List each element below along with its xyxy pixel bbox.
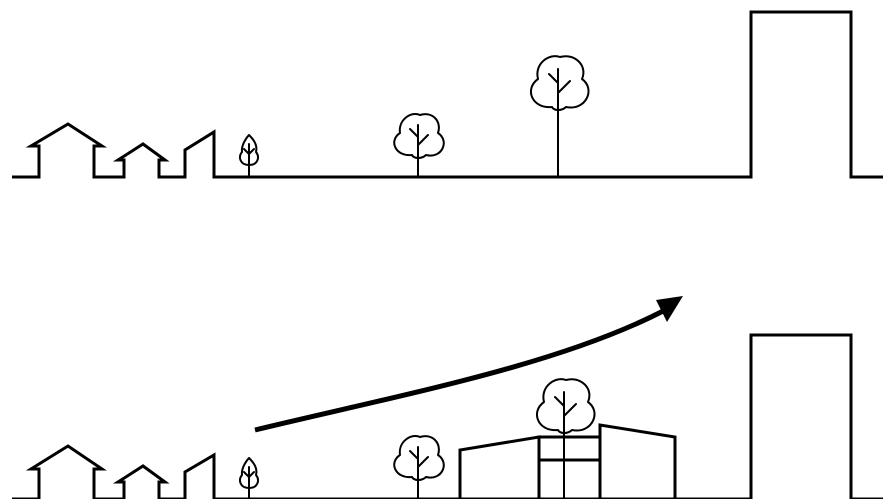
- ground-line-before: [12, 10, 883, 179]
- ground-line-after: [12, 333, 883, 499]
- medium-tree-icon: [393, 113, 445, 178]
- tall-tree-icon: [530, 55, 590, 178]
- courtyard-frame: [537, 435, 602, 499]
- courtyard-tree-icon: [536, 378, 596, 499]
- small-tree-icon: [239, 134, 259, 178]
- new-building-right: [598, 423, 677, 499]
- panel-before: [12, 10, 883, 179]
- new-building-left: [458, 435, 541, 499]
- panel-after: [12, 296, 883, 499]
- growth-arrow-icon: [254, 296, 683, 433]
- small-tree-icon-after: [239, 457, 259, 499]
- new-mid-rise-buildings: [458, 423, 677, 499]
- medium-tree-icon-after: [393, 435, 445, 499]
